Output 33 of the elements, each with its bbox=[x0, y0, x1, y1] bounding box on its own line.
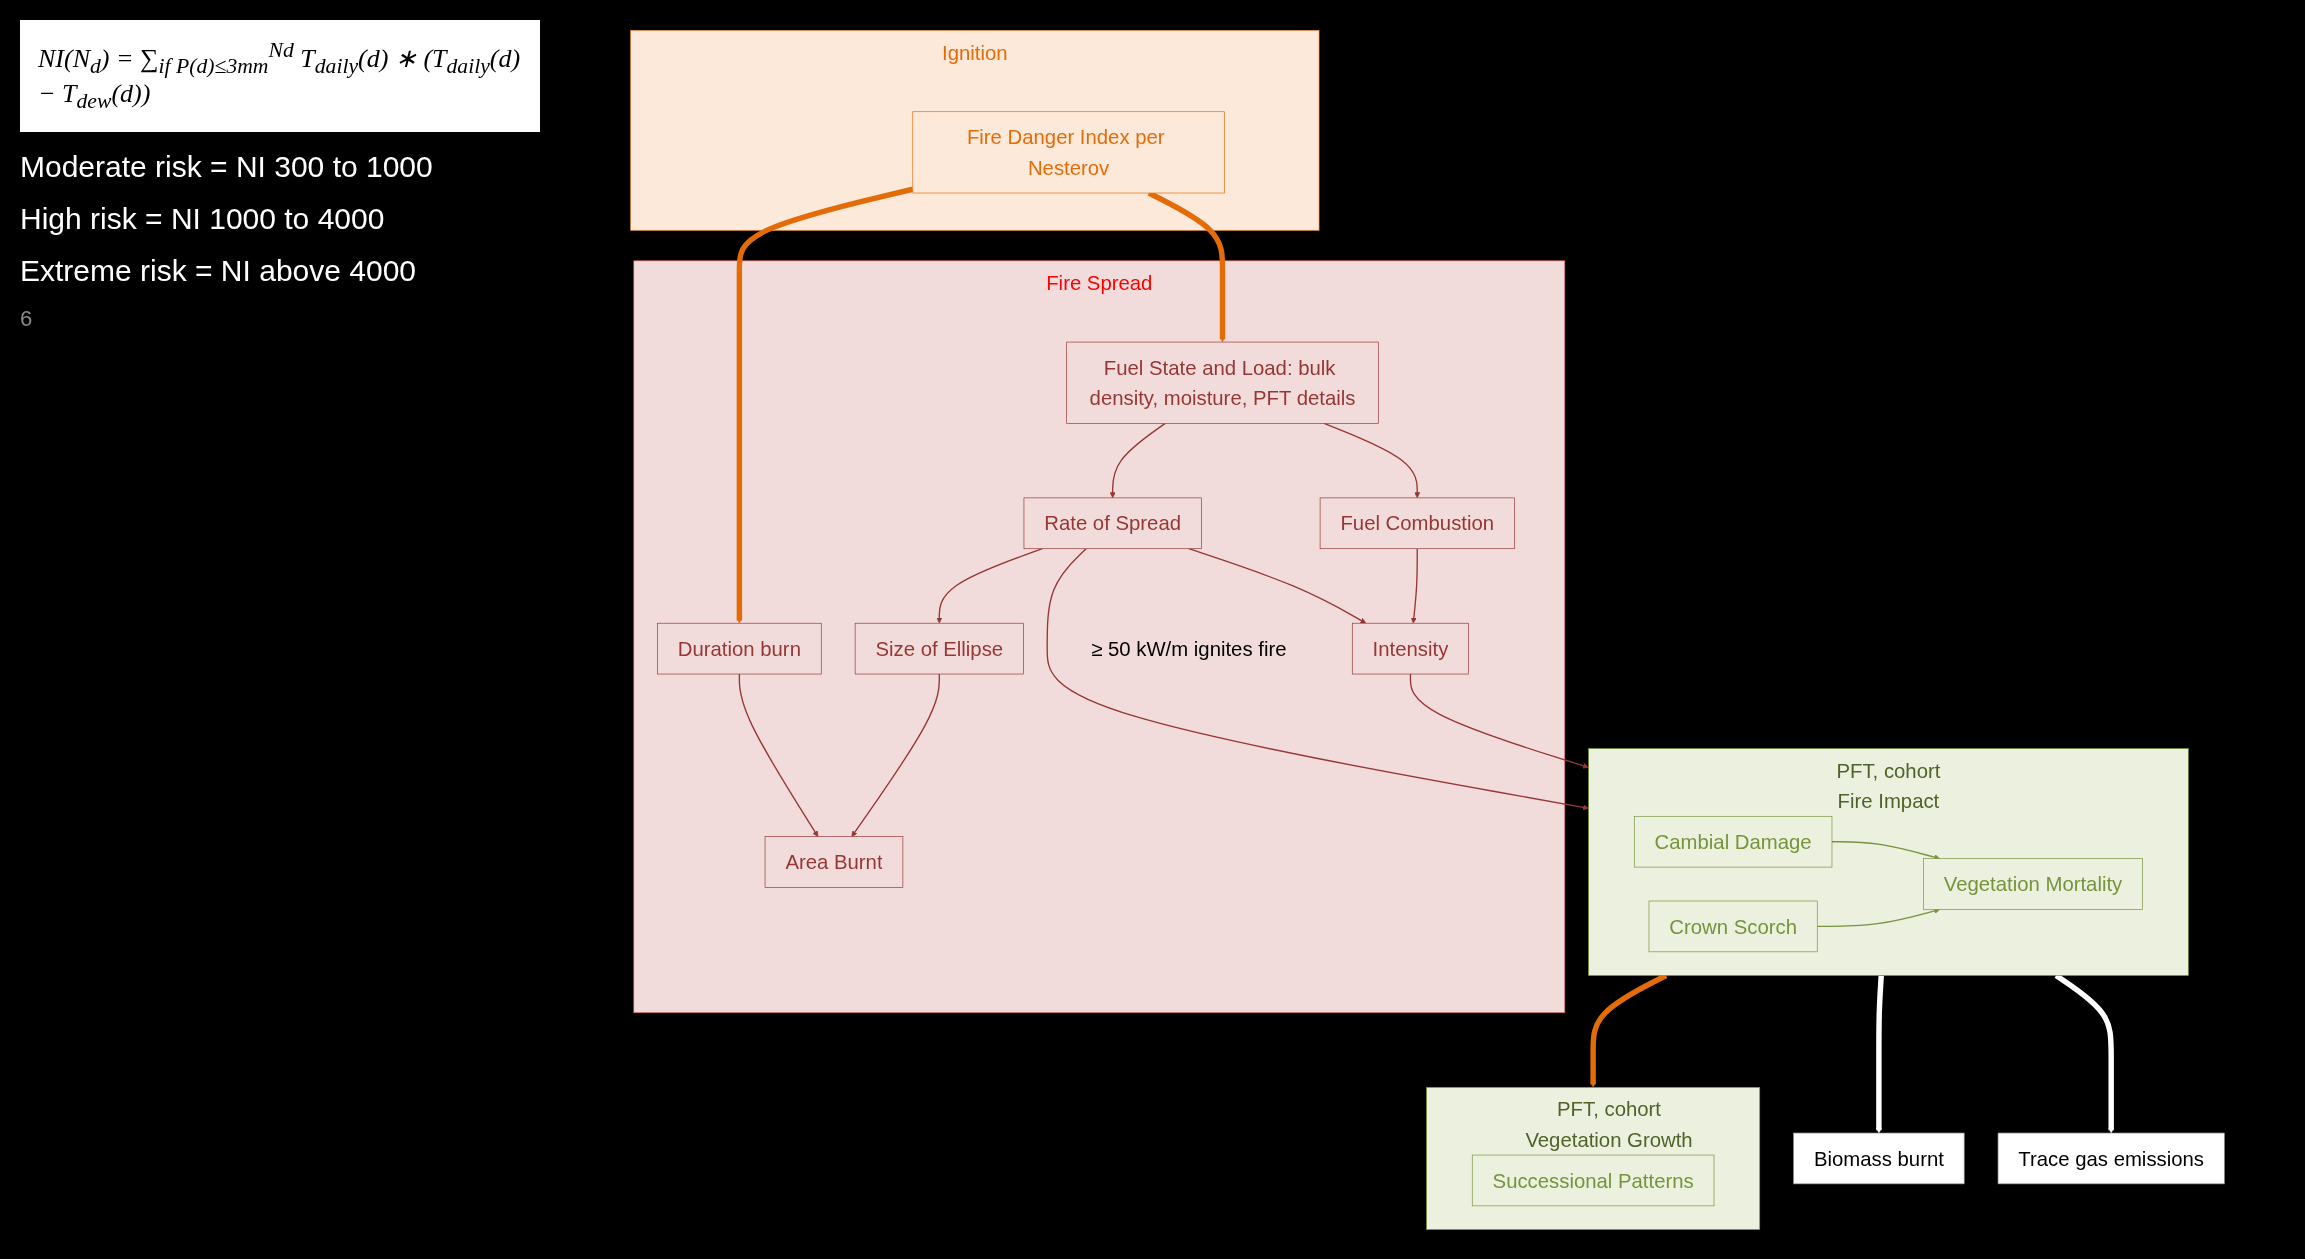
formula: NI(N$_{d}$) = ∑$_{if P(d)≤3mm}$$^{Nd}$ T$_{daily}$(d) ∗ (T$_{daily}$(d) − T$_{dew}$(d)) bbox=[20, 20, 540, 133]
node-box: Biomass burnt bbox=[1793, 1132, 1965, 1184]
node-box: Successional Patterns bbox=[1471, 1154, 1715, 1206]
node-label: ≥ 50 kW/m ignites fire bbox=[1091, 636, 1287, 660]
node-box: Intensity bbox=[1351, 622, 1469, 674]
arrow bbox=[1109, 422, 1166, 498]
node-box: Trace gas emissions bbox=[1997, 1132, 2225, 1184]
node-box: Area Burnt bbox=[764, 835, 904, 888]
arrow bbox=[936, 547, 1044, 623]
arrow bbox=[1831, 840, 1941, 860]
node-box: Fuel Combustion bbox=[1319, 497, 1515, 549]
node-box: Cambial Damage bbox=[1633, 815, 1833, 867]
arrow bbox=[736, 186, 914, 623]
arrow bbox=[1323, 422, 1421, 498]
arrow bbox=[1816, 907, 1941, 927]
arrow bbox=[1875, 974, 1884, 1133]
arrow bbox=[738, 672, 819, 837]
node-box: Fire Danger Index per Nesterov bbox=[912, 110, 1225, 193]
arrow bbox=[1410, 547, 1418, 623]
node-box: Duration burn bbox=[657, 622, 822, 674]
arrow bbox=[851, 672, 940, 837]
node-box: Rate of Spread bbox=[1023, 497, 1202, 549]
arrow bbox=[1046, 547, 1589, 810]
note-text: Extreme risk = NI above 4000 bbox=[20, 254, 418, 289]
note-text: High risk = NI 1000 to 4000 bbox=[20, 202, 386, 237]
node-box: Crown Scorch bbox=[1648, 900, 1818, 952]
node-box: Size of Ellipse bbox=[854, 622, 1024, 674]
arrow bbox=[1409, 672, 1589, 769]
node-box: Fuel State and Load: bulk density, moisture, PFT details bbox=[1066, 341, 1379, 424]
node-box: Vegetation Mortality bbox=[1923, 857, 2143, 910]
arrow bbox=[1188, 547, 1367, 623]
page-number: 6 bbox=[20, 306, 34, 333]
note-text: Moderate risk = NI 300 to 1000 bbox=[20, 150, 434, 185]
